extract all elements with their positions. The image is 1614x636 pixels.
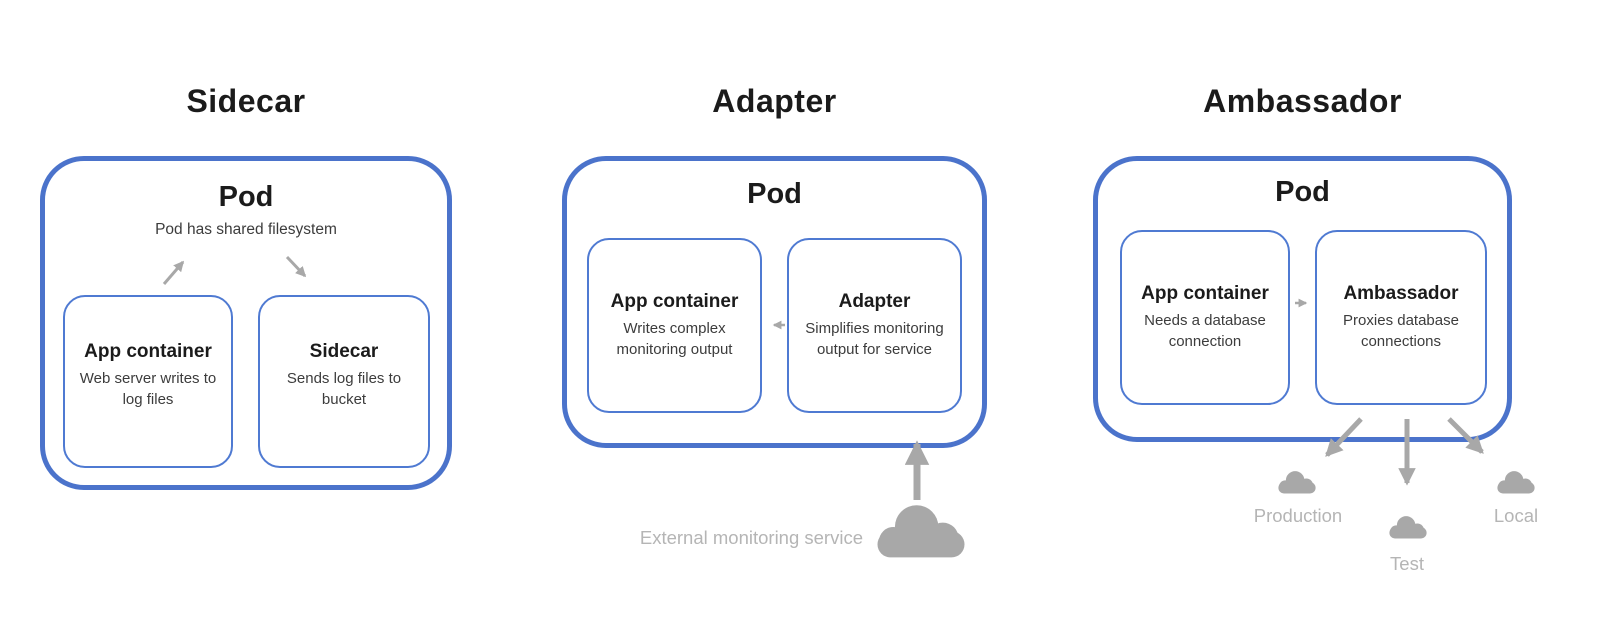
container-description: Sends log files to bucket [286,370,402,408]
container-box-app-sidecar: App container Web server writes to log f… [63,295,233,468]
pod-note-shared-filesystem: Pod has shared filesystem [155,221,337,238]
container-box-sidecar: Sidecar Sends log files to bucket [258,295,430,468]
container-box-app-ambassador: App container Needs a database connectio… [1120,230,1290,405]
container-name: App container [1141,283,1269,305]
panel-title-adapter: Adapter [712,83,837,119]
container-description: Simplifies monitoring output for service [805,320,944,358]
container-name: Ambassador [1343,283,1459,305]
container-description: Needs a database connection [1144,312,1266,350]
container-box-adapter: Adapter Simplifies monitoring output for… [787,238,962,413]
cloud-icon [1278,471,1316,494]
container-name: Adapter [838,291,911,313]
container-name: App container [84,341,212,363]
container-box-app-adapter: App container Writes complex monitoring … [587,238,762,413]
env-label-test: Test [1390,553,1424,574]
external-monitoring-label: External monitoring service [639,527,863,548]
panel-title-ambassador: Ambassador [1203,83,1402,119]
container-name: Sidecar [309,341,379,363]
container-description: Proxies database connections [1343,312,1459,350]
container-description: Writes complex monitoring output [616,320,733,358]
cloud-icon [1389,516,1427,539]
container-name: App container [610,291,739,313]
pod-label-ambassador: Pod [1275,176,1330,208]
panel-title-sidecar: Sidecar [186,83,306,119]
cloud-icon [877,505,965,558]
container-box-ambassador: Ambassador Proxies database connections [1315,230,1487,405]
pod-label-sidecar: Pod [218,181,274,213]
cloud-icon [1497,471,1535,494]
env-label-production: Production [1253,505,1343,526]
container-description: Web server writes to log files [79,370,217,408]
env-label-local: Local [1493,505,1539,526]
pod-label-adapter: Pod [747,178,802,210]
